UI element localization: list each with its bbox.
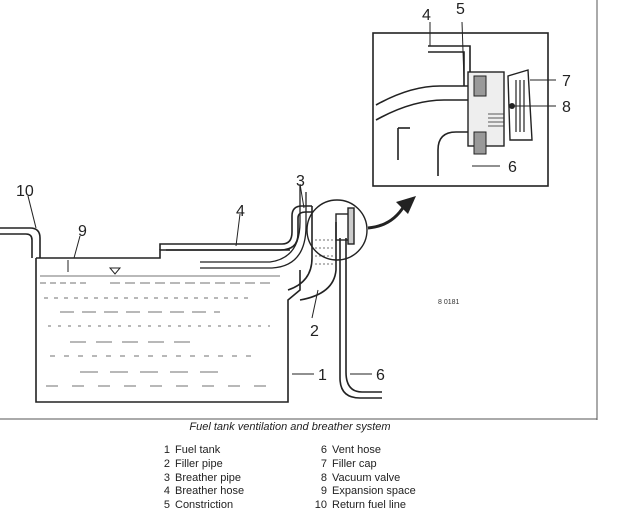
fuel-level-marker bbox=[108, 267, 122, 275]
callout-2: 2 bbox=[310, 323, 319, 340]
callout-1: 1 bbox=[318, 367, 327, 384]
legend-label: Fuel tank bbox=[175, 444, 221, 456]
legend-item: 2 Filler pipe bbox=[156, 458, 244, 472]
legend-item: 10 Return fuel line bbox=[307, 499, 416, 513]
legend-item: 1 Fuel tank bbox=[156, 444, 244, 458]
fuel-liquid bbox=[40, 275, 280, 387]
callouts: 10 9 4 3 2 1 6 4 5 6 7 8 8 0181 bbox=[16, 1, 571, 384]
legend-number: 9 bbox=[320, 485, 327, 498]
legend-number: 8 bbox=[320, 471, 327, 484]
legend-number: 3 bbox=[163, 471, 170, 484]
legend-label: Breather hose bbox=[175, 485, 245, 498]
legend-right: 6 Vent hose 7 Filler cap 8 Vacuum valve 9 Ex… bbox=[307, 444, 416, 513]
fuel-system-diagram: 10 9 4 3 2 1 6 4 5 6 7 8 8 0181 bbox=[0, 0, 598, 420]
legend-label: Filler cap bbox=[332, 457, 377, 470]
legend-label: Vacuum valve bbox=[332, 471, 401, 484]
legend-item: 5 Constriction bbox=[156, 499, 244, 513]
legend-item: 3 Breather pipe bbox=[156, 472, 244, 486]
figure-code: 8 0181 bbox=[438, 299, 460, 306]
legend-left: 1 Fuel tank 2 Filler pipe 3 Breather pipe 4… bbox=[156, 444, 244, 513]
leader-lines bbox=[27, 183, 372, 375]
vent-hose bbox=[339, 238, 382, 399]
legend-number: 10 bbox=[314, 499, 327, 512]
detail-arrow bbox=[367, 205, 406, 230]
legend-item: 8 Vacuum valve bbox=[307, 472, 416, 486]
detail-callout-7: 7 bbox=[562, 73, 571, 90]
callout-4: 4 bbox=[236, 203, 245, 220]
legend-item: 4 Breather hose bbox=[156, 485, 244, 499]
callout-9: 9 bbox=[78, 223, 87, 240]
detail-callout-5: 5 bbox=[456, 1, 465, 18]
detail-callout-4: 4 bbox=[422, 7, 431, 24]
detail-magnifier-circle bbox=[306, 199, 368, 261]
legend-number: 5 bbox=[163, 499, 170, 512]
callout-10: 10 bbox=[16, 183, 34, 200]
legend-number: 1 bbox=[163, 444, 170, 456]
filler-pipe-liquid bbox=[315, 239, 333, 265]
legend-label: Breather pipe bbox=[175, 471, 242, 484]
return-fuel-line bbox=[0, 227, 41, 258]
legend-item: 9 Expansion space bbox=[307, 485, 416, 499]
filler-neck bbox=[335, 207, 355, 245]
filler-pipe bbox=[287, 206, 337, 301]
detail-inset bbox=[372, 21, 556, 187]
legend-item: 7 Filler cap bbox=[307, 458, 416, 472]
breather-pipe bbox=[200, 186, 307, 269]
legend-label: Filler pipe bbox=[175, 457, 223, 470]
detail-arrow-head bbox=[396, 196, 416, 214]
legend-number: 7 bbox=[320, 457, 327, 470]
legend-number: 4 bbox=[163, 485, 170, 498]
legend-label: Expansion space bbox=[332, 485, 416, 498]
breather-hose bbox=[159, 205, 312, 251]
legend-number: 2 bbox=[163, 457, 170, 470]
callout-6: 6 bbox=[376, 367, 385, 384]
detail-callout-6: 6 bbox=[508, 159, 517, 176]
legend-label: Constriction bbox=[175, 499, 234, 512]
legend-label: Return fuel line bbox=[332, 499, 406, 512]
legend-label: Vent hose bbox=[332, 444, 381, 456]
legend-number: 6 bbox=[320, 444, 327, 456]
figure-caption: Fuel tank ventilation and breather syste… bbox=[189, 421, 391, 433]
callout-3: 3 bbox=[296, 173, 305, 190]
detail-callout-8: 8 bbox=[562, 99, 571, 116]
legend-item: 6 Vent hose bbox=[307, 444, 416, 458]
